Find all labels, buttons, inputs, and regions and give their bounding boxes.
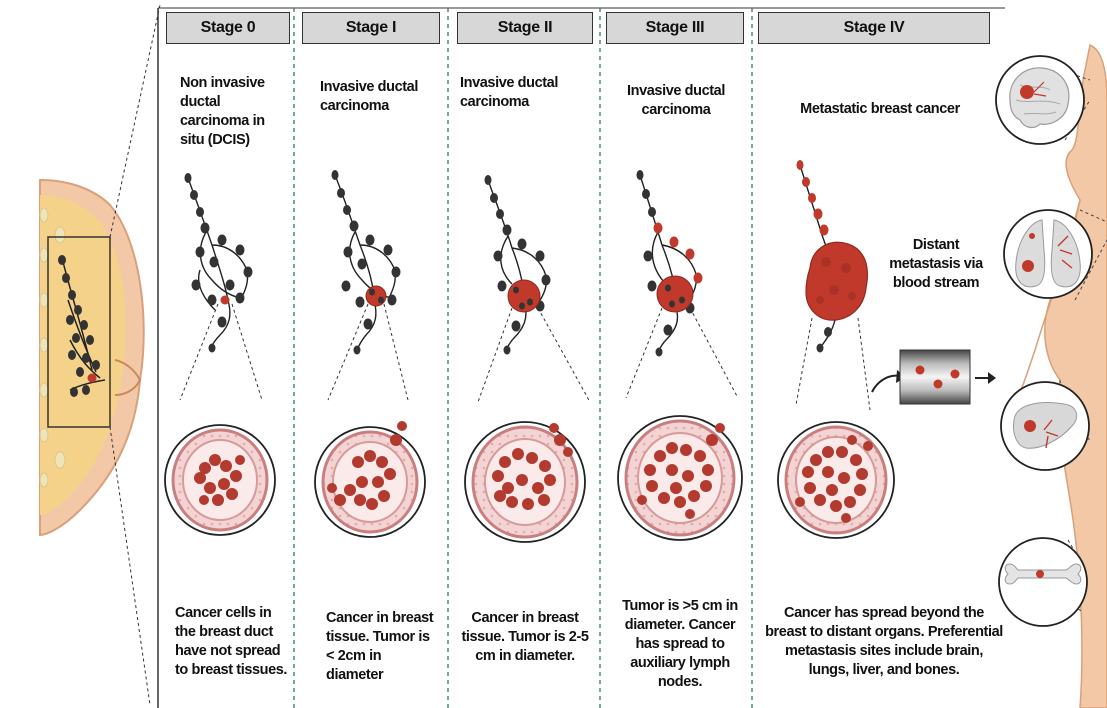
blood-vessel [872,350,996,404]
stage-0-description: Cancer cells in the breast duct have not… [175,604,290,680]
stage-3-header: Stage III [606,12,744,44]
duct-cluster-stage-0 [185,173,253,353]
organ-brain [996,56,1090,144]
stage-2-title: Invasive ductal carcinoma [460,74,570,112]
stage-1-title: Invasive ductal carcinoma [320,78,430,116]
stage-3-description: Tumor is >5 cm in diameter. Cancer has s… [616,597,744,692]
zoom-circle-stage-0 [165,425,275,535]
duct-cluster-stage-1 [332,170,401,355]
stage-4-header: Stage IV [758,12,990,44]
metastasis-label: Distant metastasis via blood stream [886,236,986,293]
duct-cluster-stage-3 [637,170,703,357]
organ-bone [999,538,1087,626]
stage-4-title: Metastatic breast cancer [790,100,970,119]
stage-0-title: Non invasive ductal carcinoma in situ (D… [180,74,280,150]
stage-1-header: Stage I [302,12,440,44]
stage-4-description: Cancer has spread beyond the breast to d… [764,604,1004,680]
breast-side-view [40,5,160,705]
stage-1-description: Cancer in breast tissue. Tumor is < 2cm … [326,609,438,685]
zoom-circle-stage-4 [778,422,894,538]
zoom-circle-stage-1 [315,421,425,537]
duct-cluster-stage-4 [797,160,868,353]
stage-2-description: Cancer in breast tissue. Tumor is 2-5 cm… [458,609,592,666]
zoom-circle-stage-3 [618,416,742,540]
stage-2-header: Stage II [457,12,593,44]
stage-0-header: Stage 0 [166,12,290,44]
zoom-circle-stage-2 [465,422,585,542]
duct-cluster-stage-2 [485,175,551,355]
stage-3-title: Invasive ductal carcinoma [626,82,726,120]
